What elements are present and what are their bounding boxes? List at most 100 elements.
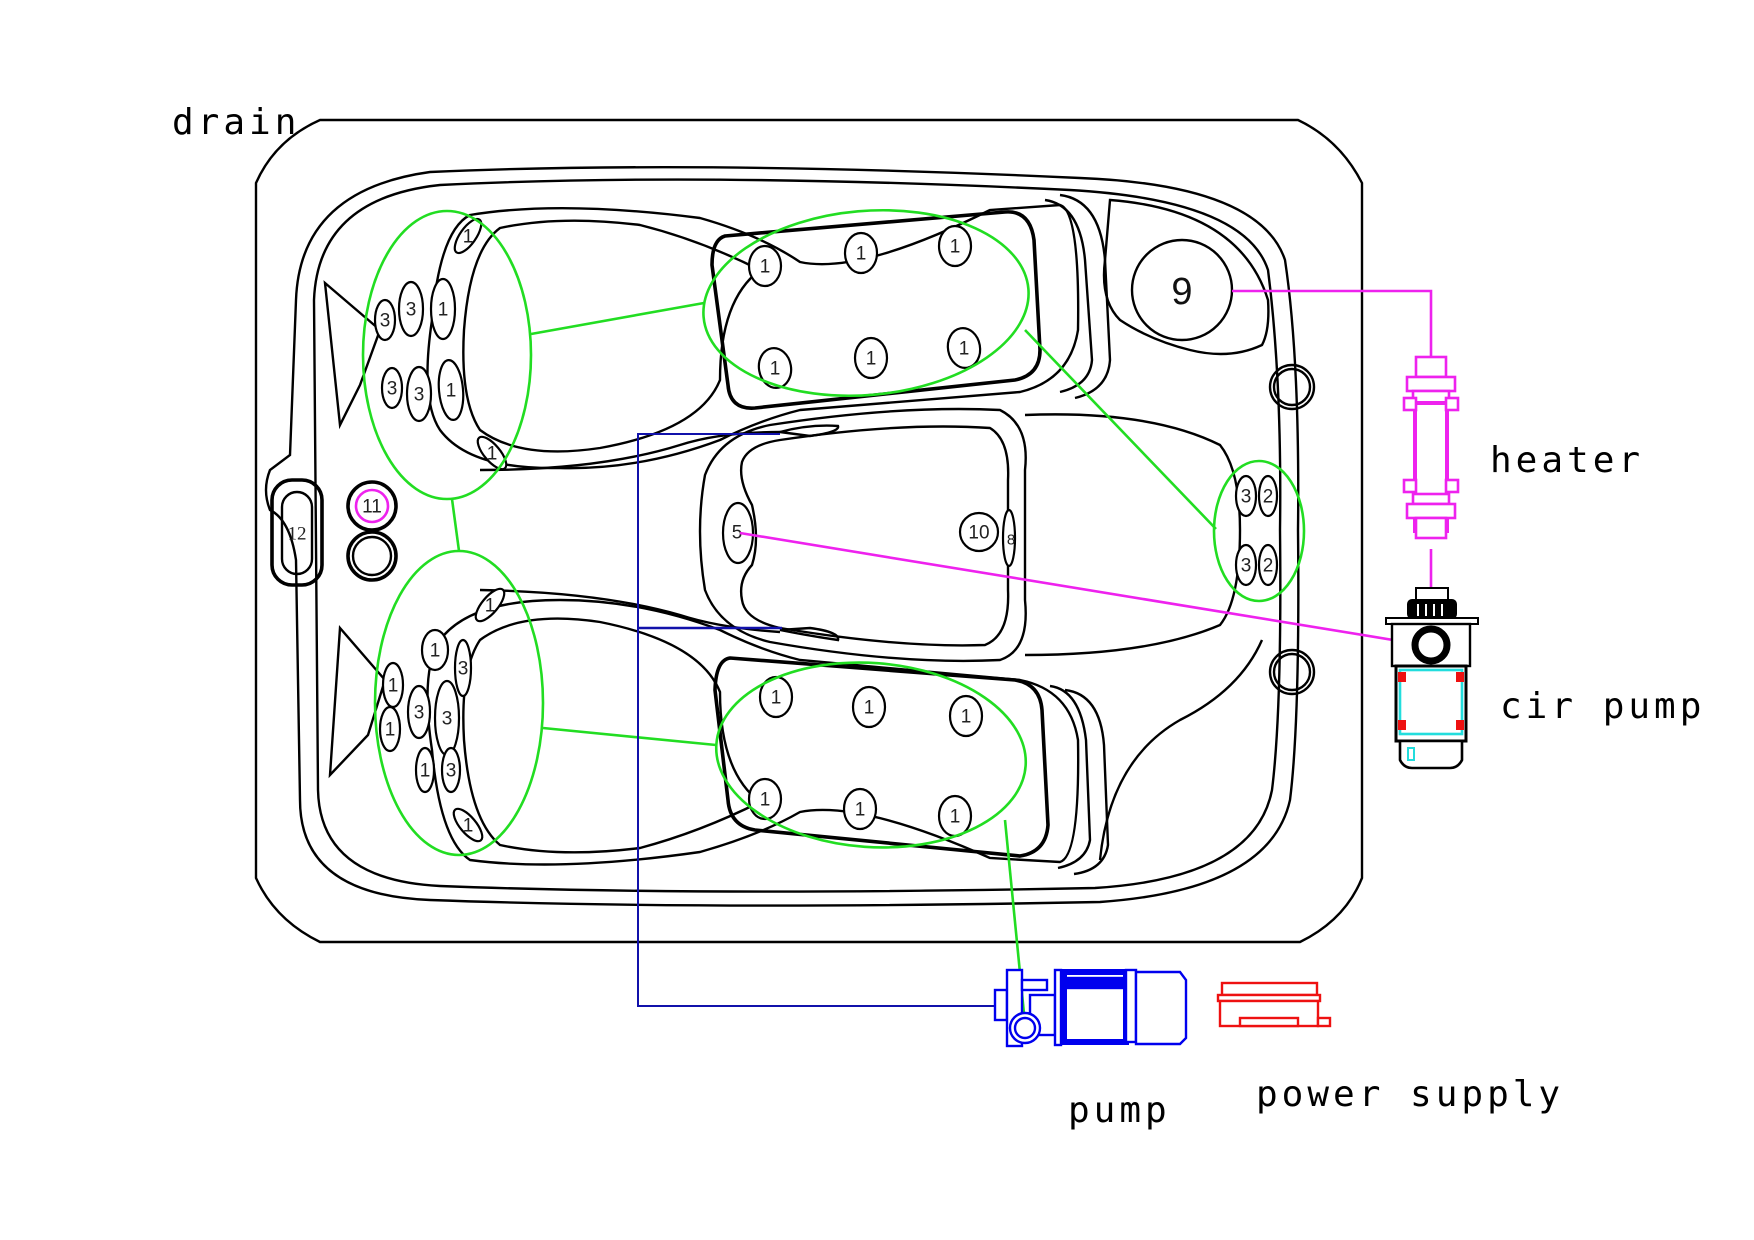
jet-label: 1: [388, 676, 399, 697]
bottom-seat-platform: [713, 656, 1050, 858]
light-11-housing: [346, 480, 398, 532]
jet-label: 1: [463, 816, 474, 837]
pump-label: pump: [1068, 1090, 1171, 1131]
tub-outer-shell: [254, 118, 1364, 944]
heater: [1402, 355, 1460, 540]
filter-9-label: 9: [1171, 271, 1192, 313]
jet: [420, 628, 450, 672]
center-footwell-inner: [739, 425, 1010, 647]
jet-label: 1: [961, 707, 972, 728]
jet-label: 3: [406, 300, 417, 321]
cir-pump-label: cir pump: [1500, 686, 1706, 727]
heater-label: heater: [1490, 440, 1645, 481]
jet: [378, 705, 402, 753]
jet: [380, 366, 404, 410]
drain-label: drain: [172, 102, 301, 143]
jet: [1257, 474, 1279, 518]
jet-label: 1: [385, 720, 396, 741]
circulation-circuit: [739, 289, 1433, 648]
jet-label: 3: [387, 379, 398, 400]
left-wedge-top: [323, 280, 382, 430]
right-fixture-bottom: [1268, 648, 1316, 696]
jet-label: 3: [446, 761, 457, 782]
jet-label: 1: [760, 790, 771, 811]
control-12-label: 12: [288, 524, 307, 545]
light-11-ring: [354, 488, 390, 524]
jet-group-bottom-seat: [714, 661, 1028, 849]
jet-label: 1: [771, 688, 782, 709]
jet-group-top-seat: [702, 208, 1030, 398]
bottom-left-lounge-inner: [462, 617, 763, 854]
tub-inner-rim: [264, 166, 1300, 907]
jet: [474, 587, 506, 623]
filter-to-heater-line: [1232, 289, 1433, 357]
filter-corner-contour: [1102, 198, 1270, 356]
jet: [747, 777, 783, 821]
jet: [757, 347, 793, 389]
jet-group-right-footwell: [1212, 459, 1306, 603]
jet: [452, 807, 484, 843]
jet: [414, 746, 436, 794]
jet-group-top-left-lounge: [361, 209, 533, 501]
jet: [1257, 543, 1279, 587]
air-control-inner: [351, 535, 393, 577]
bottom-seat-side-2: [1064, 688, 1110, 876]
jet: [453, 638, 473, 698]
jet: [842, 787, 878, 831]
jet-group-circuit: [361, 208, 1306, 1025]
jet-label: 1: [856, 244, 867, 265]
jet-label: 1: [485, 596, 496, 617]
footwell-fin-bottom: [779, 626, 840, 642]
jet-label: 1: [866, 349, 877, 370]
jet: [1234, 543, 1258, 587]
right-fixture-top-ring: [1272, 367, 1312, 407]
jet: [429, 277, 457, 341]
jet-label: 2: [1263, 556, 1274, 577]
left-wedge-bottom: [328, 625, 387, 779]
bottom-seat-side: [1049, 684, 1092, 870]
center-footwell-outer: [698, 407, 1027, 663]
jet-label: 1: [487, 444, 498, 465]
jet: [948, 694, 984, 738]
jet-label: 3: [414, 385, 425, 406]
link-top-lounge-to-top-seat: [530, 301, 705, 336]
top-seat-side-2: [1059, 193, 1112, 400]
jet-label: 1: [430, 641, 441, 662]
top-seat-platform: [710, 210, 1042, 410]
control-12-frame: [270, 478, 324, 587]
air-control: [346, 530, 398, 582]
jet: [851, 685, 887, 729]
center-footwell-wide: [1024, 413, 1242, 657]
jet: [373, 298, 397, 342]
jet-8: [1001, 508, 1017, 568]
jet-label: 1: [770, 359, 781, 380]
jet: [437, 358, 465, 422]
light-11-label: 11: [362, 497, 382, 518]
jet: [476, 435, 508, 471]
jet-label: 3: [442, 709, 453, 730]
jet-10: [958, 511, 1000, 553]
link-top-lounge-to-bottom-lounge: [450, 498, 461, 552]
jet-label: 3: [414, 703, 425, 724]
jet-label: 3: [458, 659, 469, 680]
tub-inner-rim-2: [312, 178, 1282, 893]
jet-label: 1: [950, 807, 961, 828]
jet-label: 1: [959, 339, 970, 360]
jet-label: 1: [864, 698, 875, 719]
jet-label: 3: [1241, 556, 1252, 577]
jet-label: 3: [1241, 487, 1252, 508]
link-top-seat-to-right: [1024, 329, 1217, 530]
top-seat-side: [1044, 198, 1094, 394]
jet-label: 1: [760, 257, 771, 278]
link-bottom-lounge-to-bottom-seat: [542, 726, 717, 747]
jet-label: 1: [438, 300, 449, 321]
right-fixture-top: [1268, 363, 1316, 411]
jet: [853, 336, 889, 380]
pump: [993, 968, 1188, 1048]
jet-10-label: 10: [968, 523, 989, 544]
suction-5-label: 5: [732, 523, 743, 544]
jet: [747, 244, 783, 288]
jet-label: 3: [380, 311, 391, 332]
